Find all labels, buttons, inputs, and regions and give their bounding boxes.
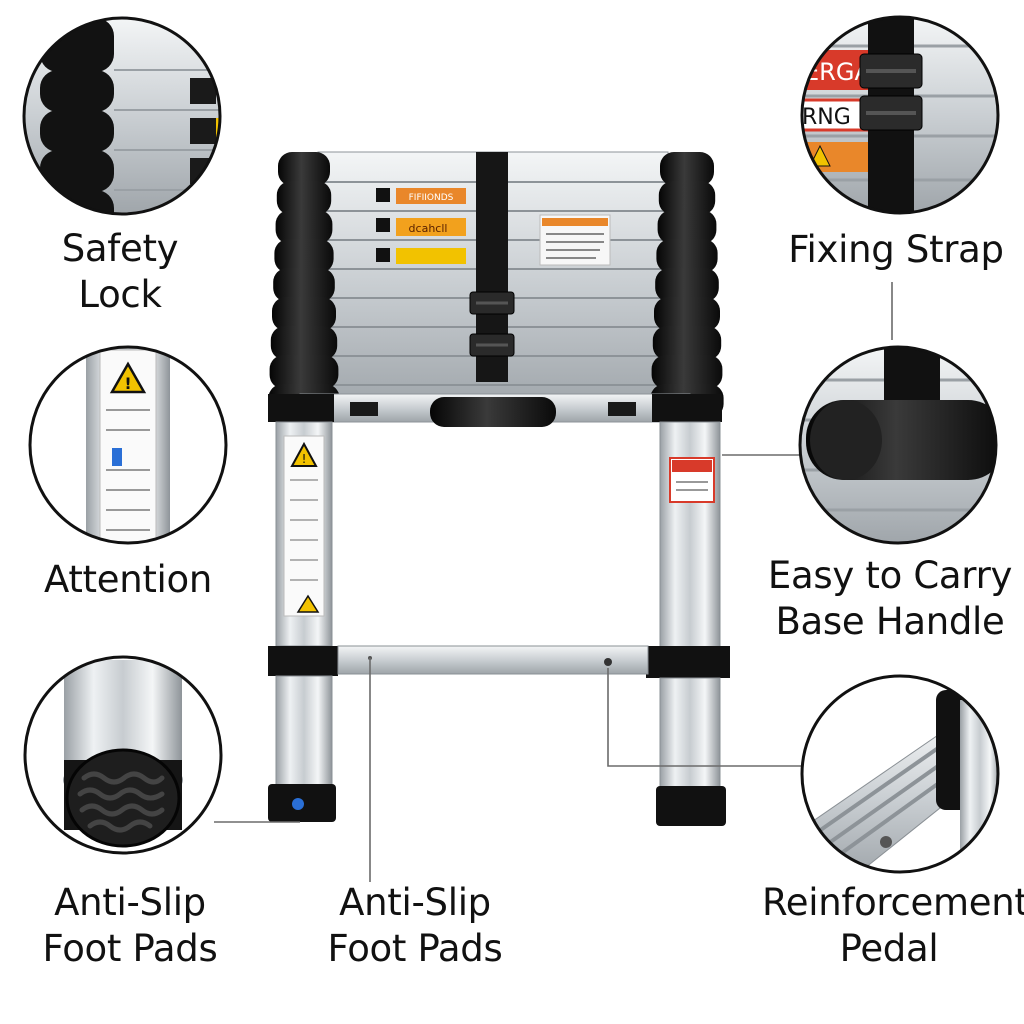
label-safety-lock-line-1: Safety	[61, 227, 179, 270]
rung-end-cap	[270, 326, 338, 360]
svg-text:!: !	[124, 374, 131, 393]
right-foot-pad	[656, 786, 726, 826]
reinforcement-bar	[337, 645, 649, 675]
strap-decal-text-2: RNG	[802, 105, 851, 130]
svg-text:!: !	[302, 452, 307, 466]
rung-end-cap	[274, 239, 334, 273]
detail-circle-fixing-strap: ERGA RNG	[800, 15, 1000, 215]
rung-end-cap	[269, 355, 339, 389]
rung-end-cap	[276, 181, 332, 215]
label-attention-line-1: Attention	[43, 558, 213, 601]
rung-end-cap	[656, 239, 718, 273]
detail-circle-carry-handle	[798, 345, 998, 545]
label-safety-lock: Safety Lock	[40, 226, 200, 318]
rung-labels: FIFIIONDS dcahcll	[376, 188, 611, 266]
rung-end-cap	[658, 181, 716, 215]
detail-circle-safety-lock	[22, 16, 222, 216]
label-anti-slip-left-line-2: Foot Pads	[42, 927, 218, 970]
rung-label-1-text: FIFIIONDS	[409, 193, 454, 203]
fixing-strap	[469, 152, 515, 382]
rung-end-cap	[654, 297, 720, 331]
rung-end-cap	[660, 152, 714, 186]
detail-circle-attention: !	[28, 345, 228, 545]
label-carry-handle-line-1: Easy to Carry	[767, 554, 1013, 597]
label-attention: Attention	[28, 557, 228, 603]
rung-end-cap	[657, 210, 717, 244]
rung-end-cap	[651, 355, 723, 389]
rung-end-cap	[273, 268, 335, 302]
label-anti-slip-center-line-1: Anti-Slip	[339, 881, 491, 924]
label-carry-handle: Easy to Carry Base Handle	[766, 553, 1014, 645]
label-fixing-strap: Fixing Strap	[778, 227, 1014, 273]
rung-end-cap	[278, 152, 330, 186]
rung-end-cap	[652, 326, 722, 360]
label-reinforcement-pedal: Reinforcement Pedal	[762, 880, 1024, 972]
label-safety-lock-line-2: Lock	[78, 273, 162, 316]
label-carry-handle-line-2: Base Handle	[775, 600, 1005, 643]
carry-handle	[430, 397, 556, 427]
warning-triangle-icon	[290, 441, 318, 467]
label-anti-slip-left-line-1: Anti-Slip	[54, 881, 206, 924]
detail-circle-reinforcement-pedal	[800, 674, 1000, 874]
label-fixing-strap-line-1: Fixing Strap	[788, 228, 1004, 271]
leader-lines	[214, 282, 893, 882]
label-reinforcement-pedal-line-2: Pedal	[839, 927, 939, 970]
rung-end-cap	[272, 297, 336, 331]
label-anti-slip-left: Anti-Slip Foot Pads	[20, 880, 240, 972]
rung-end-cap	[275, 210, 333, 244]
detail-circle-foot-pad	[23, 655, 223, 855]
rung-label-2-text: dcahcll	[409, 222, 448, 235]
rung-end-cap	[655, 268, 719, 302]
label-anti-slip-center-line-2: Foot Pads	[327, 927, 503, 970]
rung-end-caps	[268, 152, 724, 418]
label-anti-slip-center: Anti-Slip Foot Pads	[305, 880, 525, 972]
ladder: FIFIIONDS dcahcll	[268, 151, 730, 826]
label-reinforcement-pedal-line-1: Reinforcement	[762, 881, 1024, 924]
